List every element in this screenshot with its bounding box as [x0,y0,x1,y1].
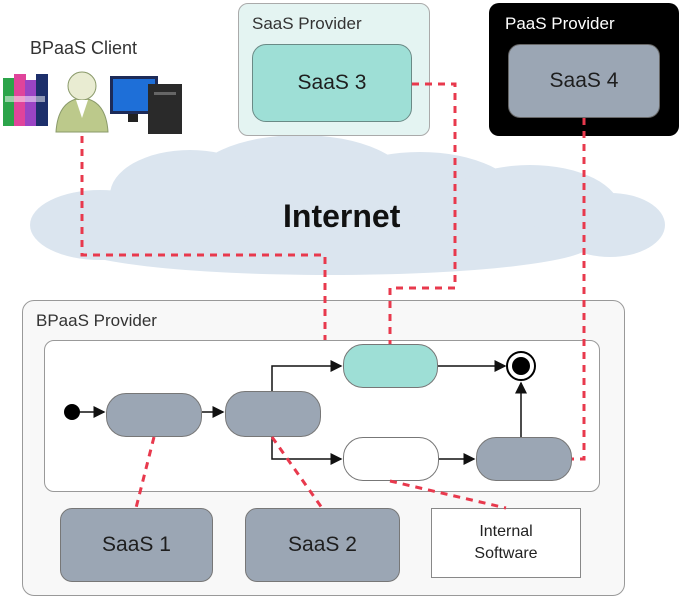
internal-software-label-line1: Internal [479,523,533,540]
process-activity-saas4 [476,437,572,481]
saas1-label: SaaS 1 [102,533,171,556]
link-client-to-process [80,136,327,340]
link-a1-to-saas1 [134,436,156,509]
binders-icon [3,74,48,126]
process-activity-2 [225,391,321,437]
saas4-label: SaaS 4 [549,69,619,92]
internal-software-label-line2: Software [474,545,538,562]
internet-label: Internet [283,198,401,234]
paas-provider-title: PaaS Provider [505,14,615,33]
bpaas-client-label: BPaaS Client [30,38,138,58]
computer-icon [110,76,182,134]
process-activity-1 [106,393,202,437]
flow-a2-to-internal [271,437,343,465]
flow-a2-to-saas3 [271,360,343,391]
link-saas3-to-activity [388,82,457,344]
saas2-node: SaaS 2 [245,508,400,582]
link-saas4-to-activity [572,118,586,461]
internal-software-node: Internal Software [431,508,581,578]
saas3-node: SaaS 3 [252,44,412,122]
link-a2-to-saas2 [270,436,324,509]
saas3-label: SaaS 3 [297,71,367,94]
saas1-node: SaaS 1 [60,508,213,582]
process-activity-saas3 [343,344,438,388]
user-icon [55,71,109,133]
start-node [64,404,80,420]
bpaas-provider-title: BPaaS Provider [36,311,157,330]
saas-provider-title: SaaS Provider [252,14,362,33]
link-internal-to-software [389,479,507,510]
saas2-label: SaaS 2 [288,533,357,556]
saas4-node: SaaS 4 [508,44,660,118]
process-activity-internal [343,437,439,481]
